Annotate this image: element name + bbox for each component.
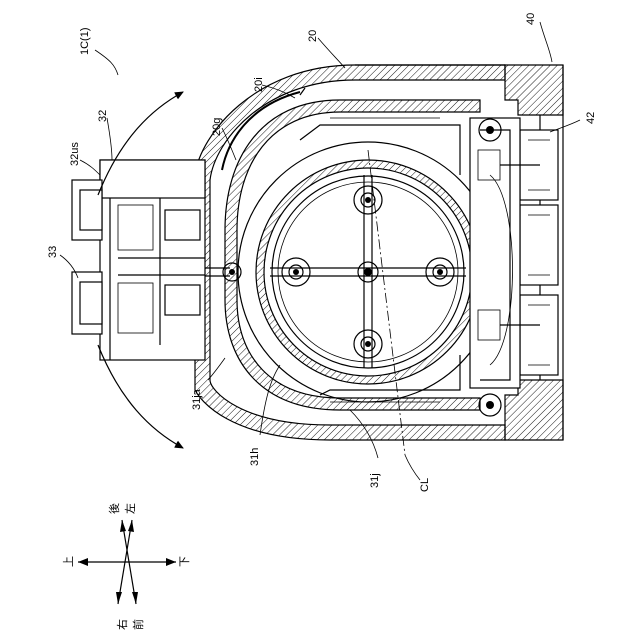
label-20: 20 (307, 30, 319, 42)
label-31ja: 31ja (191, 388, 203, 410)
label-40: 40 (525, 13, 537, 25)
label-32us: 32us (69, 142, 81, 166)
dir-right: 右 (115, 619, 129, 630)
dir-front: 前 (131, 619, 145, 630)
label-31j: 31j (369, 473, 381, 488)
label-33: 33 (47, 246, 59, 258)
direction-compass: 上 下 後 左 右 前 (62, 503, 191, 630)
label-32: 32 (97, 110, 109, 122)
label-31h: 31h (249, 448, 261, 466)
dir-left: 左 (124, 503, 137, 514)
dir-up: 上 (62, 556, 75, 567)
label-figure-ref: 1C(1) (79, 27, 91, 55)
dir-back: 後 (107, 503, 121, 514)
label-CL: CL (419, 478, 431, 492)
dir-down: 下 (178, 556, 191, 567)
label-20g: 20g (211, 118, 223, 136)
label-20i: 20i (253, 77, 265, 92)
left-unit-32 (72, 160, 241, 360)
label-42: 42 (585, 112, 597, 124)
